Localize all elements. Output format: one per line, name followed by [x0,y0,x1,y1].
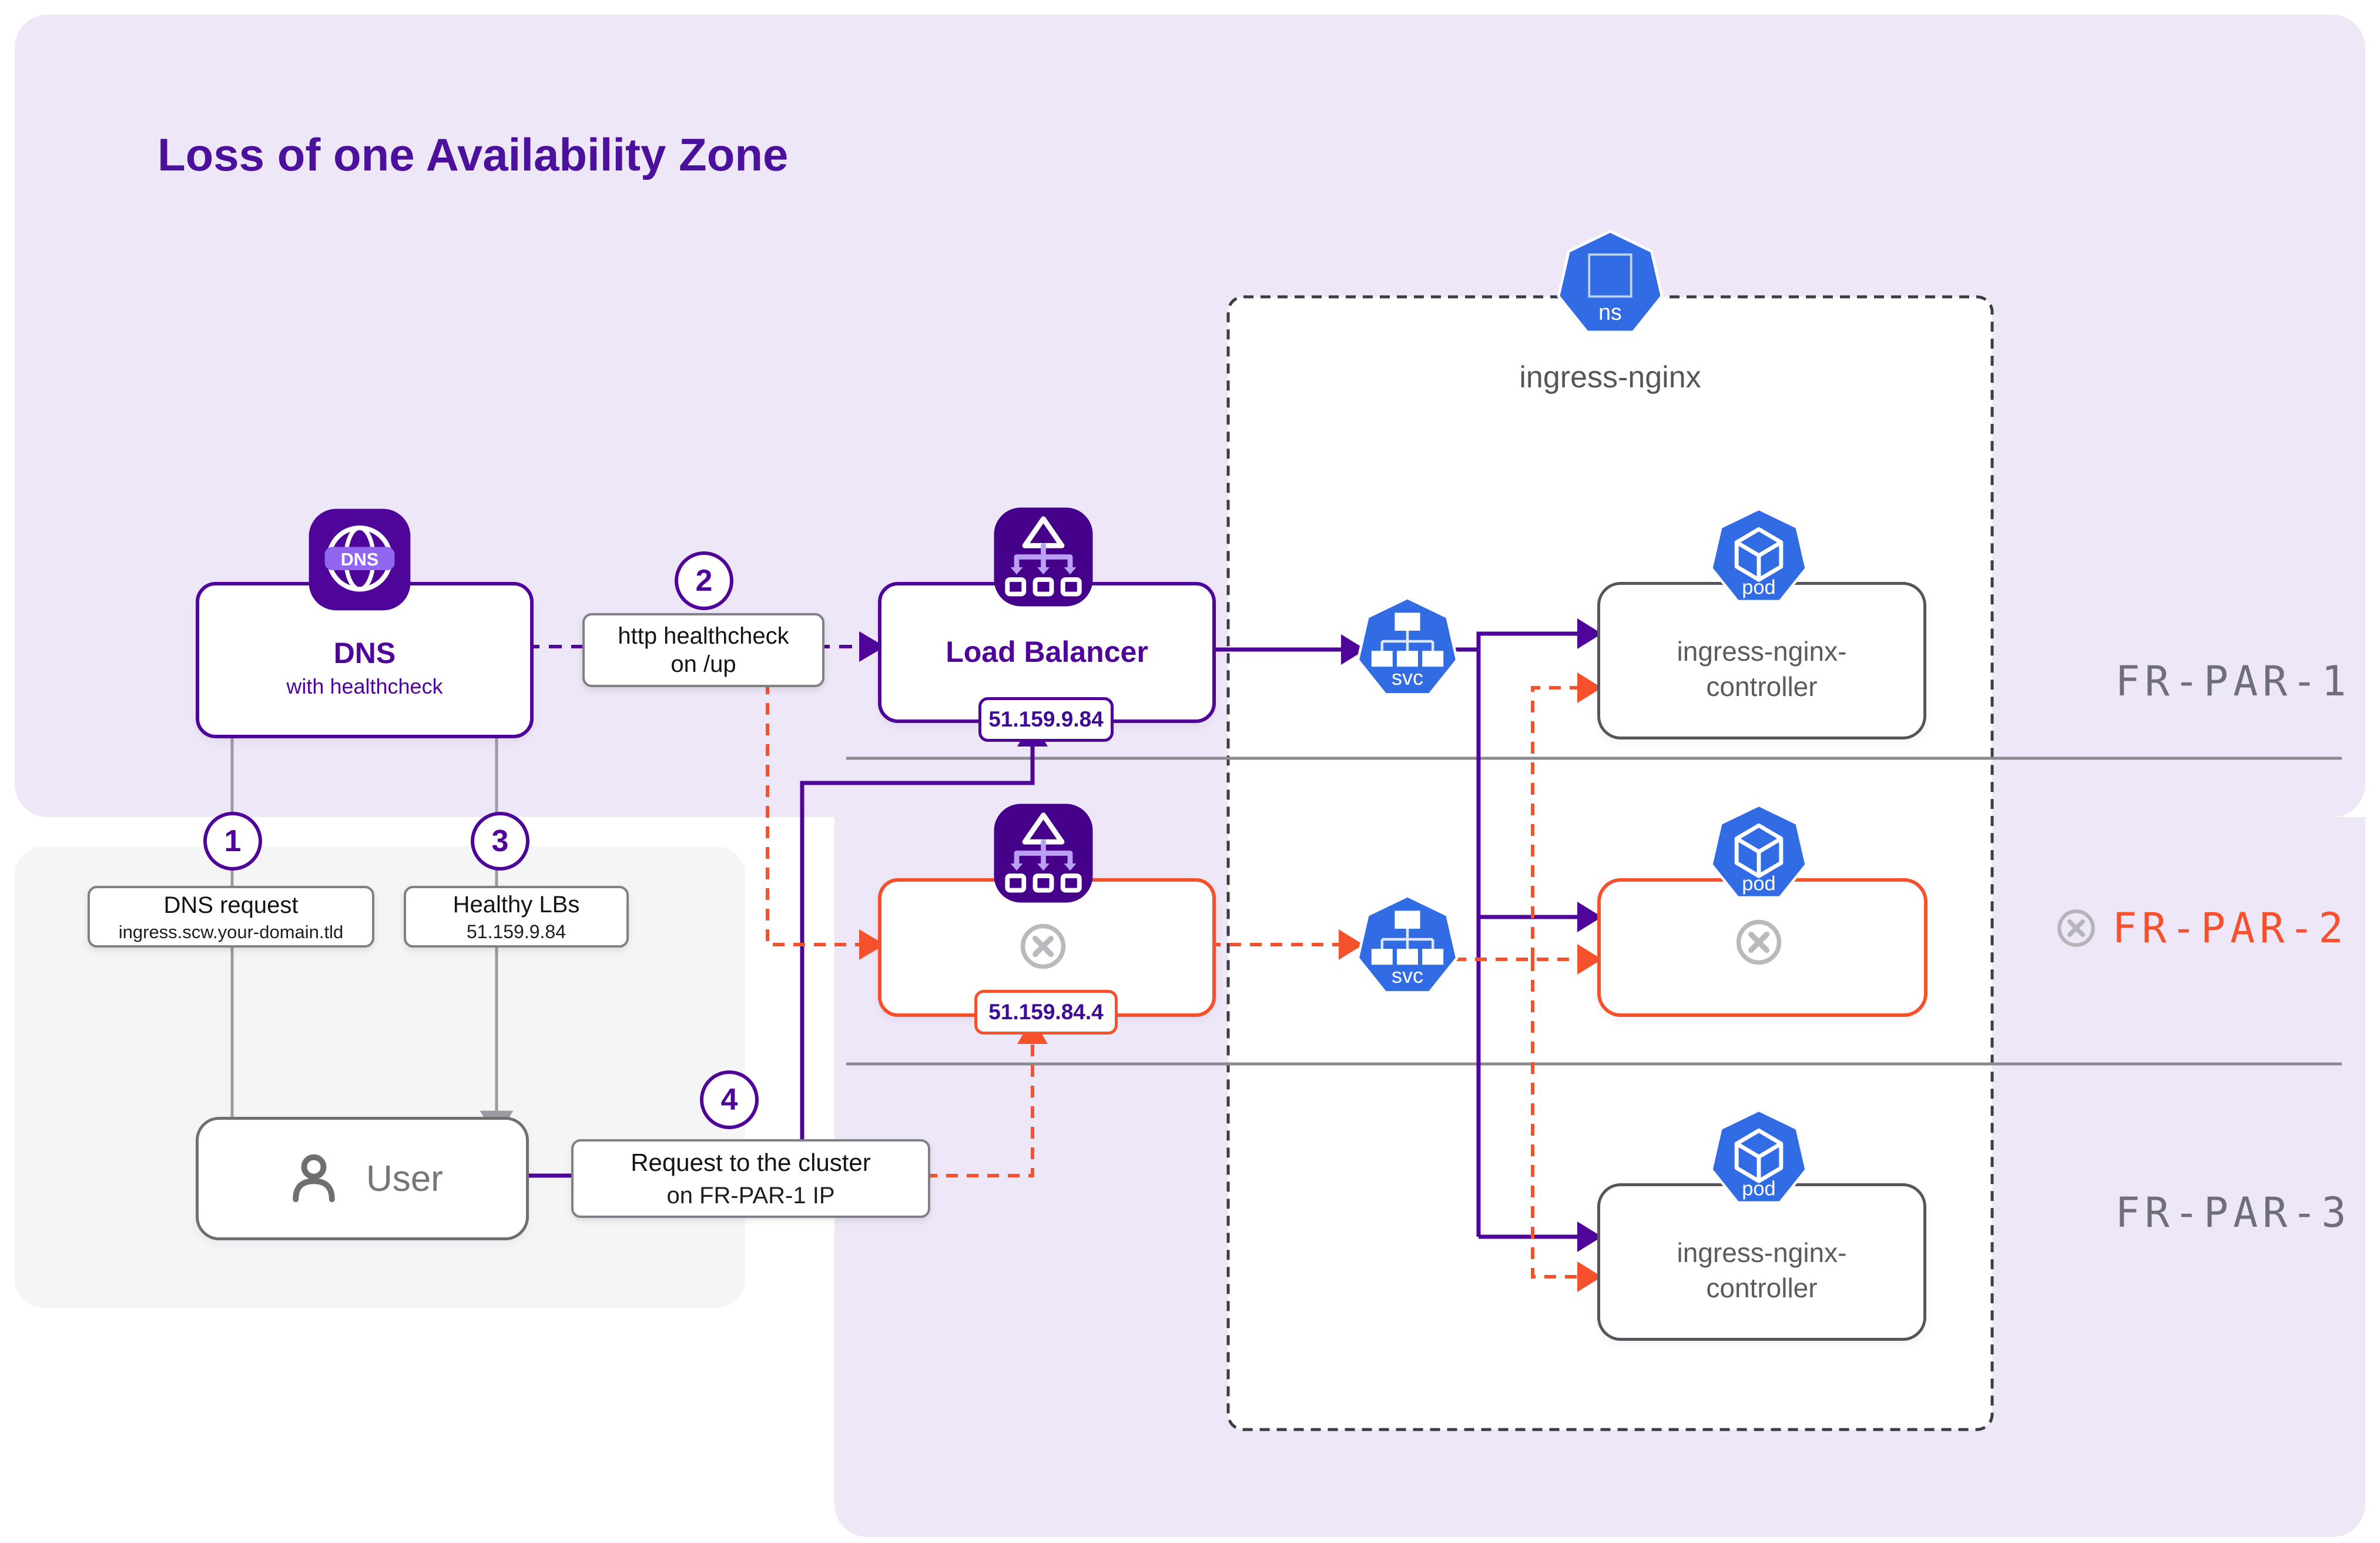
load-balancer-icon [992,506,1095,608]
failed-pod-error-icon [1734,918,1784,967]
user-node: User [196,1117,529,1240]
svc-icon-1: svc [1355,594,1460,699]
zone-error-icon [2056,908,2097,949]
controller-label: ingress-nginx- controller [1677,636,1847,702]
failed-load-balancer-ip: 51.159.84.4 [988,1000,1104,1024]
svg-text:svc: svc [1392,963,1423,988]
zone-name: FR-PAR-2 [2112,904,2348,952]
step-label-healthy-lbs: Healthy LBs 51.159.9.84 [404,886,629,948]
load-balancer-ip-badge: 51.159.9.84 [978,697,1114,742]
lb-to-service-arrow [1209,634,1366,665]
step-line2: on /up [671,651,736,677]
step-number: 3 [491,824,509,858]
step-label-dns-request: DNS request ingress.scw.your-domain.tld [88,886,374,948]
ns-icon: ns [1555,227,1665,337]
svg-text:ns: ns [1598,300,1622,324]
step-circle-2: 2 [675,551,733,610]
pod-icon-1: pod [1708,505,1809,606]
pod-icon-3: pod [1708,1106,1809,1207]
pod-icon-2: pod [1708,801,1809,902]
step-line1: DNS request [163,892,299,918]
zone-name: FR-PAR-1 [2115,657,2351,705]
step-line2: ingress.scw.your-domain.tld [118,921,344,942]
user-label: User [366,1158,443,1199]
step-number: 4 [720,1083,738,1117]
step-circle-1: 1 [203,812,262,871]
step-circle-4: 4 [700,1070,759,1129]
load-balancer-ip: 51.159.9.84 [988,707,1104,731]
controller-label: ingress-nginx- controller [1677,1237,1847,1303]
svg-text:DNS: DNS [341,550,379,570]
page-title: Loss of one Availability Zone [157,129,789,180]
failed-service-trunk [1454,672,1602,1292]
step-label-request-cluster: Request to the cluster on FR-PAR-1 IP [571,1139,930,1218]
step-label-http-healthcheck: http healthcheck on /up [582,613,824,687]
namespace-label: ingress-nginx [1519,360,1701,394]
failed-healthcheck-path [766,682,1363,960]
load-balancer-title: Load Balancer [946,635,1148,669]
svg-text:pod: pod [1742,872,1775,895]
request-to-failed-ip-path [926,1018,1048,1177]
zone-name: FR-PAR-3 [2115,1189,2351,1237]
step-line2: 51.159.9.84 [466,921,566,942]
failed-load-balancer-icon [992,802,1095,905]
step-line2: on FR-PAR-1 IP [666,1182,835,1209]
step-circle-3: 3 [471,812,529,871]
dns-title: DNS [333,637,396,670]
zone-label-fr-par-1: FR-PAR-1 [2107,657,2359,705]
controller-node-3: ingress-nginx- controller [1597,1183,1926,1341]
zone-label-fr-par-2: FR-PAR-2 [2034,904,2369,952]
step-line1: Request to the cluster [631,1149,871,1177]
dns-subtitle: with healthcheck [286,674,443,698]
zone-label-fr-par-3: FR-PAR-3 [2107,1189,2359,1237]
svg-text:pod: pod [1742,1177,1775,1200]
svc-icon-2: svc [1355,892,1460,998]
step-line1: Healthy LBs [452,892,580,918]
step-number: 1 [224,824,242,858]
step-line1: http healthcheck [618,623,789,649]
controller-node-1: ingress-nginx- controller [1597,582,1926,739]
service-to-pods-trunk [1454,618,1602,1252]
dns-icon: DNS [307,507,413,612]
svg-text:svc: svc [1392,665,1423,690]
failed-lb-error-icon [1018,922,1068,971]
failed-load-balancer-ip-badge: 51.159.84.4 [974,990,1118,1035]
step-number: 2 [695,564,713,598]
svg-text:pod: pod [1742,576,1775,598]
user-icon [281,1146,346,1211]
